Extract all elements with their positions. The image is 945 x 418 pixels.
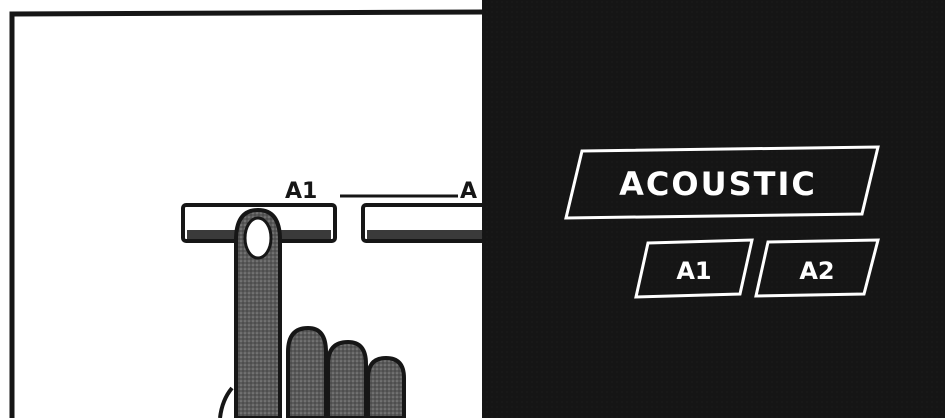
fingernail xyxy=(245,218,271,258)
a1-indicator-label: A1 xyxy=(676,257,711,285)
button-label-a: A xyxy=(460,179,477,204)
a2-indicator-label: A2 xyxy=(799,257,834,285)
dark-panel-background xyxy=(482,0,945,418)
button-label-a1: A1 xyxy=(285,179,317,204)
acoustic-label: ACOUSTIC xyxy=(619,165,817,203)
right-panel: ACOUSTIC A1 A2 xyxy=(482,0,945,418)
